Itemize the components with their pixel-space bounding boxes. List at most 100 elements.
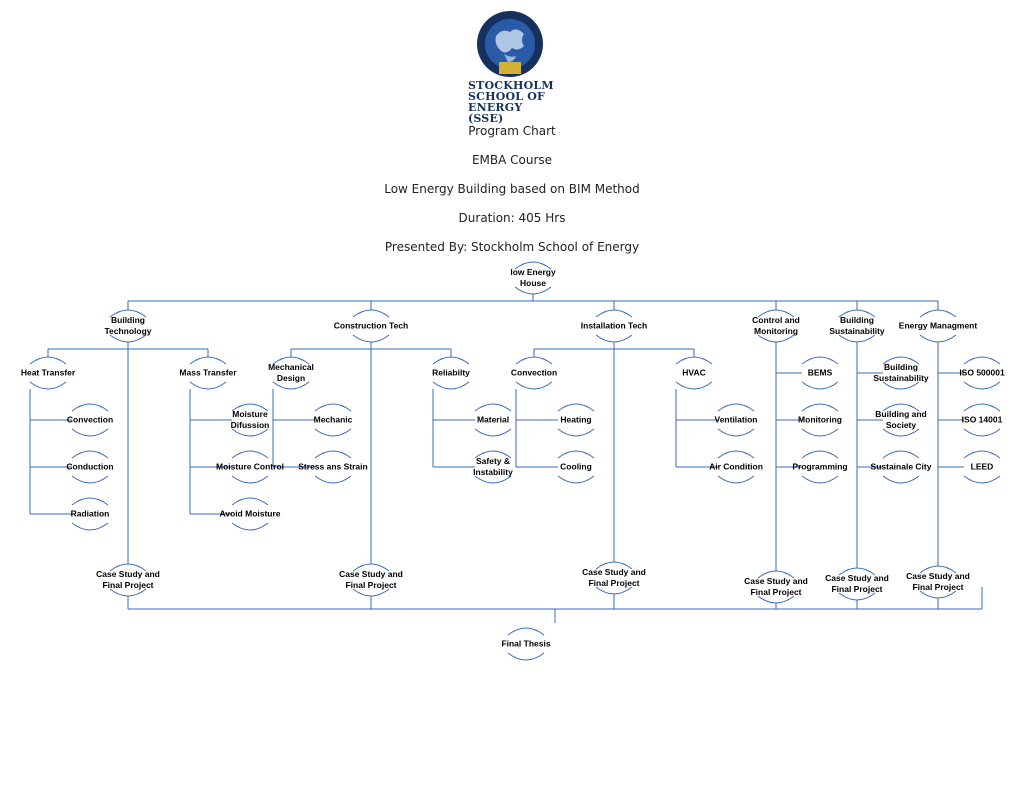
branch-final-4: Case Study and Final Project	[825, 573, 889, 594]
item-4-2-bracket-top	[882, 450, 920, 459]
branch-final-0-bracket-top	[109, 563, 147, 572]
group-1-0: Mechanical Design	[268, 362, 314, 383]
item-1-0-0-bracket-top	[314, 403, 352, 412]
root-node: low Energy House	[510, 267, 556, 288]
group-2-1: HVAC	[682, 367, 706, 378]
item-5-2-bracket-top	[963, 450, 1001, 459]
branch-3-bracket-top	[757, 309, 795, 318]
branch-1: Construction Tech	[333, 320, 409, 331]
item-3-0-bracket-top	[801, 356, 839, 365]
final-thesis-node-bracket-bottom	[507, 652, 545, 661]
item-4-1-bracket-top	[882, 403, 920, 412]
item-1-0-1: Stress ans Strain	[298, 461, 368, 472]
item-2-0-0-bracket-top	[557, 403, 595, 412]
org-name-line-1: STOCKHOLM	[468, 79, 554, 92]
branch-5-bracket-bottom	[919, 334, 957, 343]
branch-2-bracket-top	[595, 309, 633, 318]
item-0-1-2-bracket-bottom	[231, 522, 269, 531]
branch-final-1: Case Study and Final Project	[339, 569, 403, 590]
branch-3: Control and Monitoring	[752, 315, 800, 336]
item-3-1-bracket-bottom	[801, 428, 839, 437]
item-0-1-1: Moisture Control	[216, 461, 284, 472]
item-4-0: Building Sustainability	[873, 362, 929, 383]
branch-1-bracket-top	[352, 309, 390, 318]
item-3-2-bracket-top	[801, 450, 839, 459]
org-name-line-2: SCHOOL OF	[468, 90, 546, 103]
item-0-1-0-bracket-bottom	[231, 428, 269, 437]
item-3-0: BEMS	[807, 367, 833, 378]
branch-5: Energy Managment	[898, 320, 978, 331]
group-2-1-bracket-top	[675, 356, 713, 365]
branch-final-5: Case Study and Final Project	[906, 571, 970, 592]
item-2-1-0-bracket-bottom	[717, 428, 755, 437]
item-0-1-2: Avoid Moisture	[219, 508, 281, 519]
item-4-0-bracket-top	[882, 356, 920, 365]
item-3-1: Monitoring	[798, 414, 842, 425]
chart-title: Program Chart	[468, 124, 556, 138]
branch-1-bracket-bottom	[352, 334, 390, 343]
item-2-1-0: Ventilation	[714, 414, 758, 425]
branch-4-bracket-top	[838, 309, 876, 318]
item-3-2-bracket-bottom	[801, 475, 839, 484]
item-2-0-0: Heating	[560, 414, 592, 425]
item-1-1-1: Safety & Instability	[473, 456, 513, 477]
item-4-1-bracket-bottom	[882, 428, 920, 437]
group-0-0-bracket-top	[29, 356, 67, 365]
final-thesis-node-bracket-top	[507, 627, 545, 636]
item-1-0-0-bracket-bottom	[314, 428, 352, 437]
item-0-1-0: Moisture Difussion	[230, 409, 270, 430]
item-0-0-0-bracket-top	[71, 403, 109, 412]
item-5-2-bracket-bottom	[963, 475, 1001, 484]
group-2-0: Convection	[510, 367, 558, 378]
item-0-0-1: Conduction	[66, 461, 114, 472]
item-4-0-bracket-bottom	[882, 381, 920, 390]
group-2-0-bracket-top	[515, 356, 553, 365]
group-1-0-bracket-bottom	[272, 381, 310, 390]
item-0-0-2-bracket-bottom	[71, 522, 109, 531]
course-name: EMBA Course	[471, 153, 553, 167]
item-1-1-0-bracket-bottom	[474, 428, 512, 437]
group-0-1-bracket-bottom	[189, 381, 227, 390]
branch-0: Building Technology	[104, 315, 152, 336]
item-2-0-1: Cooling	[560, 461, 592, 472]
item-1-1-0-bracket-top	[474, 403, 512, 412]
item-4-1: Building and Society	[875, 409, 927, 430]
branch-final-4-bracket-top	[838, 567, 876, 576]
branch-final-5-bracket-top	[919, 565, 957, 574]
branch-4: Building Sustainability	[829, 315, 885, 336]
group-0-0: Heat Transfer	[20, 367, 76, 378]
branch-2: Installation Tech	[580, 320, 648, 331]
item-3-1-bracket-top	[801, 403, 839, 412]
item-0-1-2-bracket-top	[231, 497, 269, 506]
item-5-2: LEED	[970, 461, 994, 472]
item-4-2-bracket-bottom	[882, 475, 920, 484]
item-5-0-bracket-bottom	[963, 381, 1001, 390]
presenter: Presented By: Stockholm School of Energy	[384, 240, 640, 254]
item-2-1-1-bracket-bottom	[717, 475, 755, 484]
item-4-2: Sustainale City	[870, 461, 932, 472]
branch-final-2: Case Study and Final Project	[582, 567, 646, 588]
item-0-0-1-bracket-top	[71, 450, 109, 459]
item-5-0-bracket-top	[963, 356, 1001, 365]
item-0-1-0-bracket-top	[231, 403, 269, 412]
group-1-1: Reliabilty	[432, 367, 470, 378]
group-1-1-bracket-top	[432, 356, 470, 365]
final-thesis-node: Final Thesis	[501, 638, 551, 649]
branch-final-0: Case Study and Final Project	[96, 569, 160, 590]
duration: Duration: 405 Hrs	[458, 211, 566, 225]
item-0-0-0-bracket-bottom	[71, 428, 109, 437]
item-5-1: ISO 14001	[961, 414, 1003, 425]
branch-final-1-bracket-top	[352, 563, 390, 572]
item-5-1-bracket-top	[963, 403, 1001, 412]
item-2-1-1-bracket-top	[717, 450, 755, 459]
group-1-0-bracket-top	[272, 356, 310, 365]
group-1-1-bracket-bottom	[432, 381, 470, 390]
group-0-0-bracket-bottom	[29, 381, 67, 390]
item-1-0-1-bracket-bottom	[314, 475, 352, 484]
branch-final-3-bracket-top	[757, 570, 795, 579]
group-2-0-bracket-bottom	[515, 381, 553, 390]
branch-0-bracket-top	[109, 309, 147, 318]
item-5-1-bracket-bottom	[963, 428, 1001, 437]
item-2-0-0-bracket-bottom	[557, 428, 595, 437]
group-0-1-bracket-top	[189, 356, 227, 365]
